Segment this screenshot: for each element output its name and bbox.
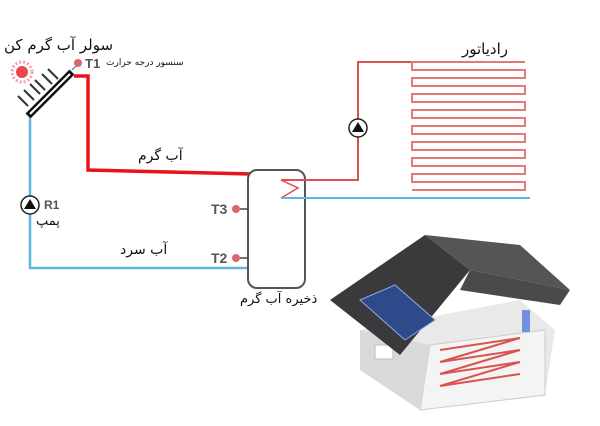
solar-collector — [25, 69, 75, 119]
storage-tank — [247, 169, 306, 289]
r1-label: R1 — [44, 198, 60, 212]
sensor-t1 — [74, 59, 82, 67]
house-illustration — [330, 235, 570, 411]
t1-label: T1 — [85, 56, 101, 71]
t2-label: T2 — [211, 250, 228, 266]
sensor-t3 — [232, 205, 240, 213]
cold-water-label: آب سرد — [120, 242, 168, 258]
sun-icon — [10, 60, 34, 84]
hot-water-label: آب گرم — [138, 148, 183, 164]
pump-radiator-icon — [348, 118, 368, 138]
radiator-coil — [411, 61, 526, 191]
pump-r1-icon — [20, 195, 40, 215]
solar-collector-label: سولر آب گرم کن — [4, 36, 114, 54]
pump-label: پمپ — [36, 214, 60, 229]
radiator-supply-pipe — [281, 61, 525, 181]
radiator-label: رادیاتور — [462, 40, 509, 58]
storage-tank-label: ذخیره آب گرم — [240, 292, 318, 307]
cold-water-pipe — [28, 118, 248, 270]
temp-sensor-label: سنسور درجه حرارت — [106, 58, 184, 68]
t3-label: T3 — [211, 201, 228, 217]
radiator-coil-line — [411, 61, 526, 191]
sunlight-arrows-icon — [17, 68, 59, 107]
sensor-t2 — [232, 254, 240, 262]
